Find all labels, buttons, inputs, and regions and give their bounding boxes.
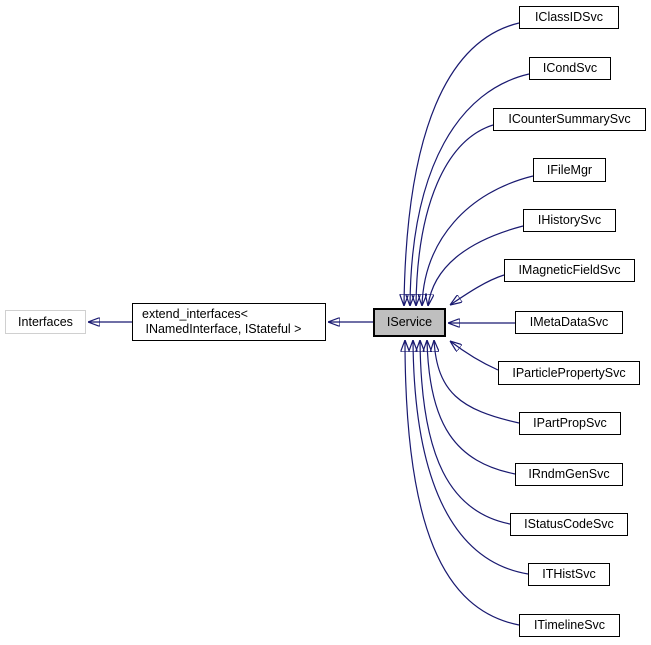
edge-ithistsvc-to-iservice [413, 340, 529, 575]
node-ipartpropsvc[interactable]: IPartPropSvc [519, 412, 621, 435]
node-ihistorysvc[interactable]: IHistorySvc [523, 209, 616, 232]
node-iservice: IService [373, 308, 446, 337]
edge-irndmgensvc-to-iservice [427, 340, 516, 475]
edge-ifilemgr-to-iservice [422, 175, 534, 306]
node-imetadatasvc[interactable]: IMetaDataSvc [515, 311, 623, 334]
edge-iclassidsvc-to-iservice [404, 22, 520, 306]
edge-itimelinesvc-to-iservice [405, 340, 520, 626]
node-imagneticfieldsvc[interactable]: IMagneticFieldSvc [504, 259, 635, 282]
edge-ipartpropsvc-to-iservice [434, 340, 520, 424]
edge-istatuscodesvc-to-iservice [420, 340, 511, 525]
edge-icondsvc-to-iservice [410, 73, 530, 306]
node-iclassidsvc[interactable]: IClassIDSvc [519, 6, 619, 29]
node-istatuscodesvc[interactable]: IStatusCodeSvc [510, 513, 628, 536]
edge-iparticlepropertysvc-to-iservice [450, 341, 499, 371]
node-extend-interfaces[interactable]: extend_interfaces< INamedInterface, ISta… [132, 303, 326, 341]
node-irndmgensvc[interactable]: IRndmGenSvc [515, 463, 623, 486]
edge-imagneticfieldsvc-to-iservice [450, 274, 505, 305]
node-ithistsvc[interactable]: ITHistSvc [528, 563, 610, 586]
edge-ihistorysvc-to-iservice [428, 225, 524, 306]
edge-icountersummarysvc-to-iservice [416, 124, 494, 306]
node-itimelinesvc[interactable]: ITimelineSvc [519, 614, 620, 637]
node-iparticlepropertysvc[interactable]: IParticlePropertySvc [498, 361, 640, 385]
node-ifilemgr[interactable]: IFileMgr [533, 158, 606, 182]
node-interfaces: Interfaces [5, 310, 86, 334]
node-icondsvc[interactable]: ICondSvc [529, 57, 611, 80]
node-icountersummarysvc[interactable]: ICounterSummarySvc [493, 108, 646, 131]
